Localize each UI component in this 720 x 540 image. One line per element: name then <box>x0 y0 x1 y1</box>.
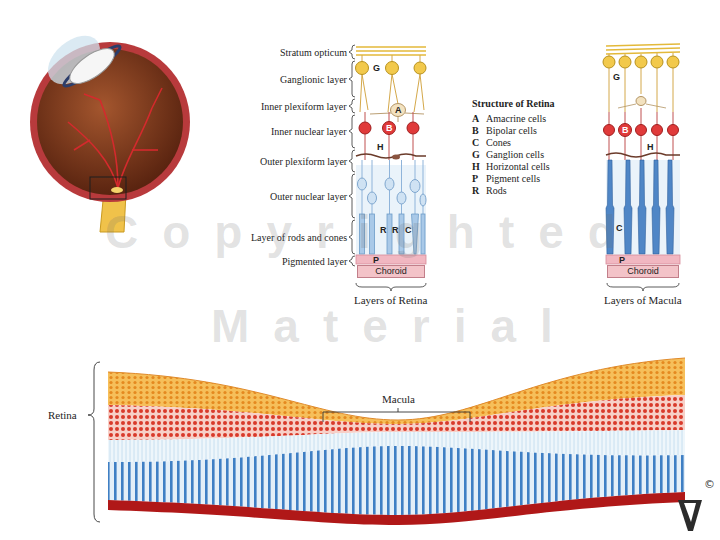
legend-text: Ganglion cells <box>486 149 544 160</box>
choroid-band: Choroid <box>357 265 425 278</box>
legend-letter: G <box>472 149 480 160</box>
band-label: Choroid <box>627 267 659 277</box>
band-label: Choroid <box>375 267 407 277</box>
layer-label: Ganglionic layer <box>280 74 347 85</box>
layer-label: Stratum opticum <box>280 47 347 58</box>
layer-label: Outer nuclear layer <box>270 191 347 202</box>
legend-text: Bipolar cells <box>486 125 537 136</box>
cell-letter: A <box>395 105 402 115</box>
cell-letter: G <box>373 63 380 73</box>
diagram-caption: Layers of Macula <box>604 294 682 306</box>
copyright-mark: © <box>704 478 715 491</box>
legend-letter: R <box>472 185 479 196</box>
cell-letter: G <box>613 72 620 82</box>
layer-label: Inner plexiform layer <box>261 101 347 112</box>
legend-text: Rods <box>486 185 507 196</box>
region-label: Retina <box>48 409 77 421</box>
cell-letter: B <box>622 125 629 135</box>
retina-section <box>88 358 685 525</box>
legend-text: Cones <box>486 137 511 148</box>
legend-heading: Structure of Retina <box>472 98 555 109</box>
legend-letter: H <box>472 161 480 172</box>
cell-letter: H <box>377 142 384 152</box>
cell-letter: B <box>386 123 393 133</box>
cell-letter: H <box>647 142 654 152</box>
layer-label: Outer plexiform layer <box>260 156 347 167</box>
region-label: Macula <box>382 393 415 405</box>
logo-mark <box>678 500 702 531</box>
watermark: Material <box>211 299 577 353</box>
legend-text: Amacrine cells <box>486 113 546 124</box>
watermark: Copyrighted <box>105 205 640 259</box>
legend-text: Horizontal cells <box>486 161 550 172</box>
layer-label: Inner nuclear layer <box>271 126 347 137</box>
legend-letter: B <box>472 125 479 136</box>
legend-letter: C <box>472 137 479 148</box>
legend-letter: P <box>472 173 478 184</box>
legend-text: Pigment cells <box>486 173 540 184</box>
legend-letter: A <box>472 113 479 124</box>
choroid-band: Choroid <box>607 265 679 278</box>
eye-drawing <box>30 26 190 232</box>
